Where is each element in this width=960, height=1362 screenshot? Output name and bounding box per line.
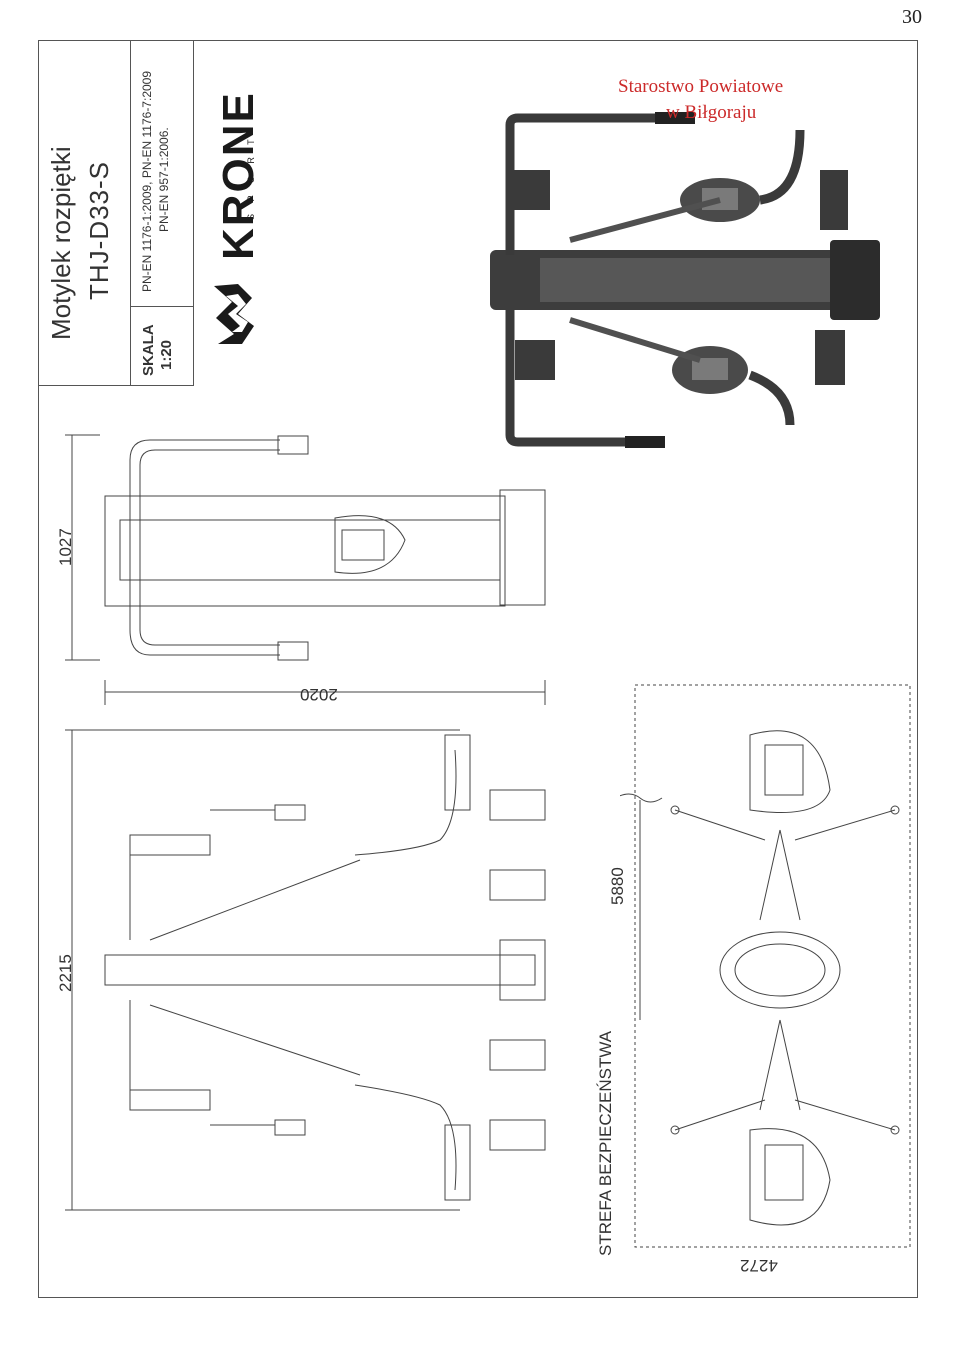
side-view-drawing: [65, 729, 546, 1211]
krone-logo-icon: [214, 284, 254, 344]
dimension-4272: 4272: [740, 1256, 778, 1275]
safety-zone-label: STREFA BEZPIECZEŃSTWA: [596, 1030, 615, 1256]
safety-zone-plan: [620, 684, 911, 1248]
dimension-2215: 2215: [56, 954, 75, 992]
scale-value: 1:20: [158, 339, 175, 370]
product-name: Motylek rozpiętki: [46, 146, 76, 340]
product-model: THJ-D33-S: [84, 160, 114, 300]
standards-line-1: PN-EN 1176-1:2009, PN-EN 1176-7:2009: [140, 70, 154, 292]
page-number: 30: [902, 6, 922, 28]
drawing-frame: [38, 40, 918, 1298]
title-block: [38, 40, 194, 386]
scale-label: SKALA: [140, 324, 157, 376]
brand-name: KRONE: [214, 91, 263, 260]
standards-line-2: PN-EN 957-1:2006.: [157, 127, 171, 232]
dimension-1027: 1027: [56, 528, 75, 566]
stamp-line-2: w Biłgoraju: [666, 102, 757, 123]
dimension-5880: 5880: [608, 867, 627, 905]
scale-divider: [130, 306, 194, 307]
top-view-drawing: [65, 434, 546, 705]
product-render: [490, 112, 880, 448]
stamp-line-1: Starostwo Powiatowe: [618, 76, 784, 97]
title-divider: [130, 40, 131, 386]
dimension-2020: 2020: [300, 685, 338, 704]
brand-sub: S P O R T: [246, 134, 256, 220]
